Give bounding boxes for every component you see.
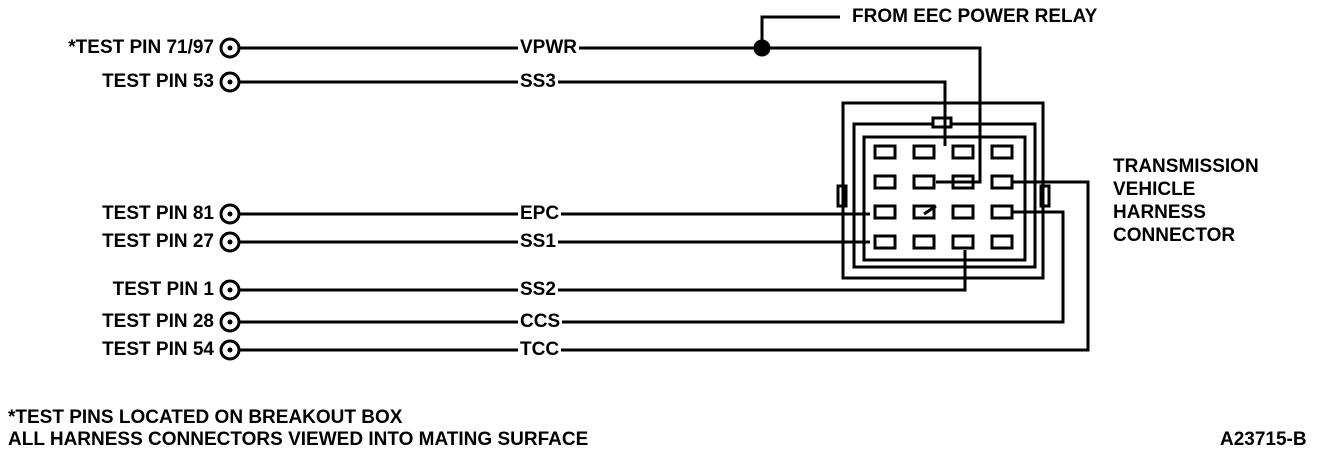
figure-id: A23715-B xyxy=(1220,429,1307,450)
wire-ss3 xyxy=(240,80,947,146)
connector-cavity xyxy=(873,204,897,220)
test-pin-label: TEST PIN 28 xyxy=(102,311,214,332)
wire-epc-stub xyxy=(923,204,937,216)
connector-cavities xyxy=(873,144,1014,250)
connector-cavity xyxy=(951,234,975,250)
relay-label: FROM EEC POWER RELAY xyxy=(852,6,1098,27)
wire-label: TCC xyxy=(518,339,562,360)
test-pin-center xyxy=(227,239,233,245)
connector-cavity xyxy=(990,174,1014,190)
splice-dot xyxy=(753,39,771,57)
test-pin-terminals xyxy=(219,37,241,361)
test-pin-label: *TEST PIN 71/97 xyxy=(68,37,214,58)
relay-feed-wire xyxy=(760,15,840,48)
wire-label: VPWR xyxy=(518,37,579,58)
wire-label: CCS xyxy=(518,311,563,332)
test-pin-label: TEST PIN 81 xyxy=(102,203,214,224)
connector-cavity xyxy=(912,144,936,160)
wire-ss2 xyxy=(240,250,967,292)
test-pin-center xyxy=(227,287,233,293)
connector-cavity xyxy=(873,144,897,160)
test-pin-label: TEST PIN 27 xyxy=(102,231,214,252)
wire-ccs xyxy=(240,210,1065,324)
test-pin-label: TEST PIN 54 xyxy=(102,339,214,360)
connector-cavity xyxy=(990,234,1014,250)
wire-vpwr xyxy=(240,46,982,184)
test-pin-center xyxy=(227,319,233,325)
connector-key xyxy=(931,116,953,129)
connector-cavity xyxy=(990,144,1014,160)
test-pin-center xyxy=(227,211,233,217)
connector-outer-shell xyxy=(841,101,1045,280)
connector-cavity xyxy=(873,234,897,250)
connector-latch-right xyxy=(1039,184,1051,208)
connector-cavity xyxy=(912,234,936,250)
test-pin-center xyxy=(227,347,233,353)
wire-label: EPC xyxy=(518,203,562,224)
connector-cavity xyxy=(873,174,897,190)
connector-cavity xyxy=(951,204,975,220)
wire-label: SS1 xyxy=(518,231,558,252)
circuit-wires xyxy=(240,46,1090,352)
footnote-mating-surface: ALL HARNESS CONNECTORS VIEWED INTO MATIN… xyxy=(8,429,589,450)
connector-label-line: CONNECTOR xyxy=(1113,225,1236,246)
test-pin-label: TEST PIN 53 xyxy=(102,71,214,92)
connector-latch-left xyxy=(836,184,848,208)
connector-label-line: HARNESS xyxy=(1113,202,1206,223)
relay-feed xyxy=(753,15,840,57)
wire-tcc xyxy=(240,180,1090,352)
wire-label: SS2 xyxy=(518,279,558,300)
test-pin-label: TEST PIN 1 xyxy=(112,279,214,300)
connector-label-line: VEHICLE xyxy=(1113,179,1196,200)
connector-cavity xyxy=(990,204,1014,220)
footnote-breakout-box: *TEST PINS LOCATED ON BREAKOUT BOX xyxy=(8,407,403,428)
test-pin-center xyxy=(227,45,233,51)
connector-cavity xyxy=(951,144,975,160)
wire-label: SS3 xyxy=(518,71,558,92)
test-pin-center xyxy=(227,79,233,85)
connector-label-line: TRANSMISSION xyxy=(1113,156,1259,177)
connector-cavity xyxy=(912,174,936,190)
